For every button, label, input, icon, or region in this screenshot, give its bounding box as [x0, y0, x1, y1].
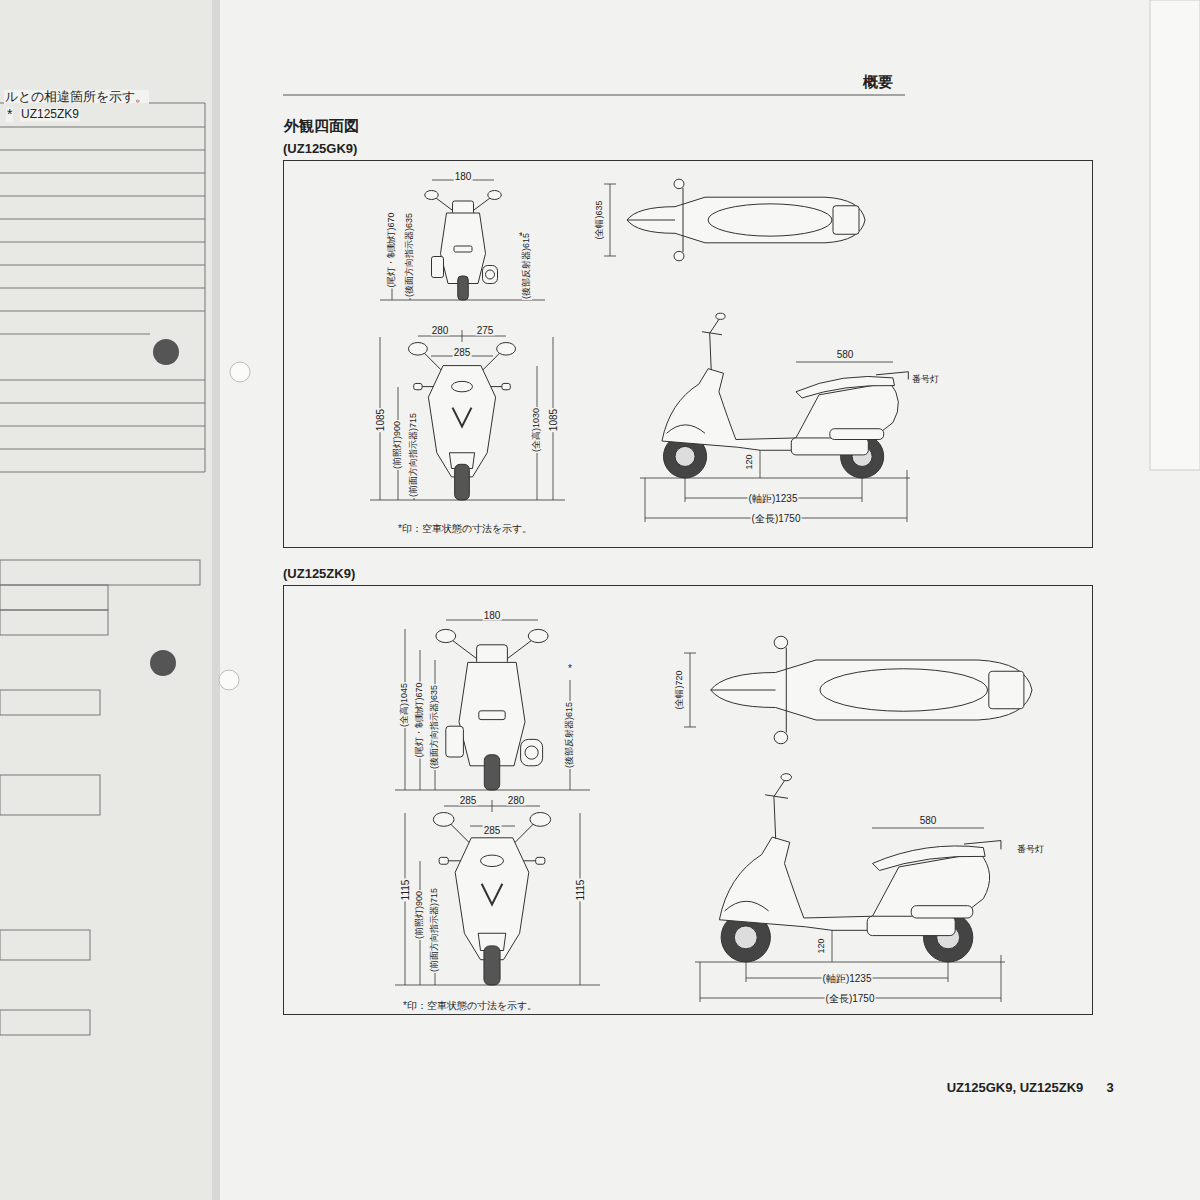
dimension-label: 120 — [745, 453, 755, 470]
dimension-label: (前照灯)900 — [393, 420, 403, 470]
page-label: (軸距)1235 — [748, 493, 799, 504]
spec-panel: (UZ125ZK9) — [283, 585, 1093, 1015]
dimension-label: (全高)1030 — [532, 407, 542, 453]
dimension-label: 1115 — [575, 879, 586, 902]
dimension-label: (全幅)635 — [595, 199, 605, 240]
page-label: 180 — [454, 171, 473, 182]
page-label: 280 — [507, 795, 526, 806]
page-label: 275 — [476, 325, 495, 336]
page-label: 285 — [453, 347, 472, 358]
dimension-label: (尾灯・制動灯)670 — [387, 211, 397, 288]
dimension-label: (後部反射器)615 — [522, 232, 532, 300]
dimension-label: (前面方向指示器)715 — [409, 412, 419, 498]
dimension-label: (後面方向指示器)635 — [430, 684, 440, 770]
page-label: * — [6, 107, 13, 122]
page-label: *印：空車状態の寸法を示す。 — [397, 523, 533, 534]
dimension-label: 120 — [817, 937, 827, 954]
dimension-label: (全高)1045 — [400, 682, 410, 728]
section-title: 外観四面図 — [283, 118, 360, 135]
dimension-label: (全幅)720 — [675, 669, 685, 710]
panel-heading: (UZ125GK9) — [283, 141, 357, 157]
dimension-label: (前面方向指示器)715 — [430, 887, 440, 973]
page-label: 番号灯 — [911, 375, 940, 385]
page-label: 285 — [459, 795, 478, 806]
page-label: 概要 — [862, 74, 894, 91]
dimension-label: 1115 — [400, 879, 411, 902]
dimension-label: (後面方向指示器)635 — [405, 212, 415, 298]
dimension-label: 1085 — [548, 408, 559, 432]
page-label: 580 — [836, 349, 855, 360]
page-label: UZ125GK9, UZ125ZK9 — [946, 1081, 1085, 1095]
dimension-label: (尾灯・制動灯)670 — [415, 681, 425, 758]
page-label: 3 — [1105, 1081, 1114, 1095]
dimension-label: (後部反射器)615 — [565, 701, 575, 769]
page-label: 180 — [483, 610, 502, 621]
page-label: 580 — [919, 815, 938, 826]
page-label: (全長)1750 — [751, 513, 802, 524]
page-label: *印：空車状態の寸法を示す。 — [402, 1000, 538, 1011]
page-label: UZ125ZK9 — [20, 108, 80, 121]
page-label: 285 — [483, 825, 502, 836]
page-label: (軸距)1235 — [822, 973, 873, 984]
dimension-label: (前照灯)900 — [415, 890, 425, 940]
dimension-label: 1085 — [375, 408, 386, 432]
page-label: * — [567, 663, 573, 674]
panel-heading: (UZ125ZK9) — [283, 566, 355, 582]
page-label: 番号灯 — [1016, 845, 1045, 855]
page-label: ルとの相違箇所を示す。 — [4, 90, 149, 104]
page-label: 280 — [431, 325, 450, 336]
page-label: (全長)1750 — [825, 993, 876, 1004]
